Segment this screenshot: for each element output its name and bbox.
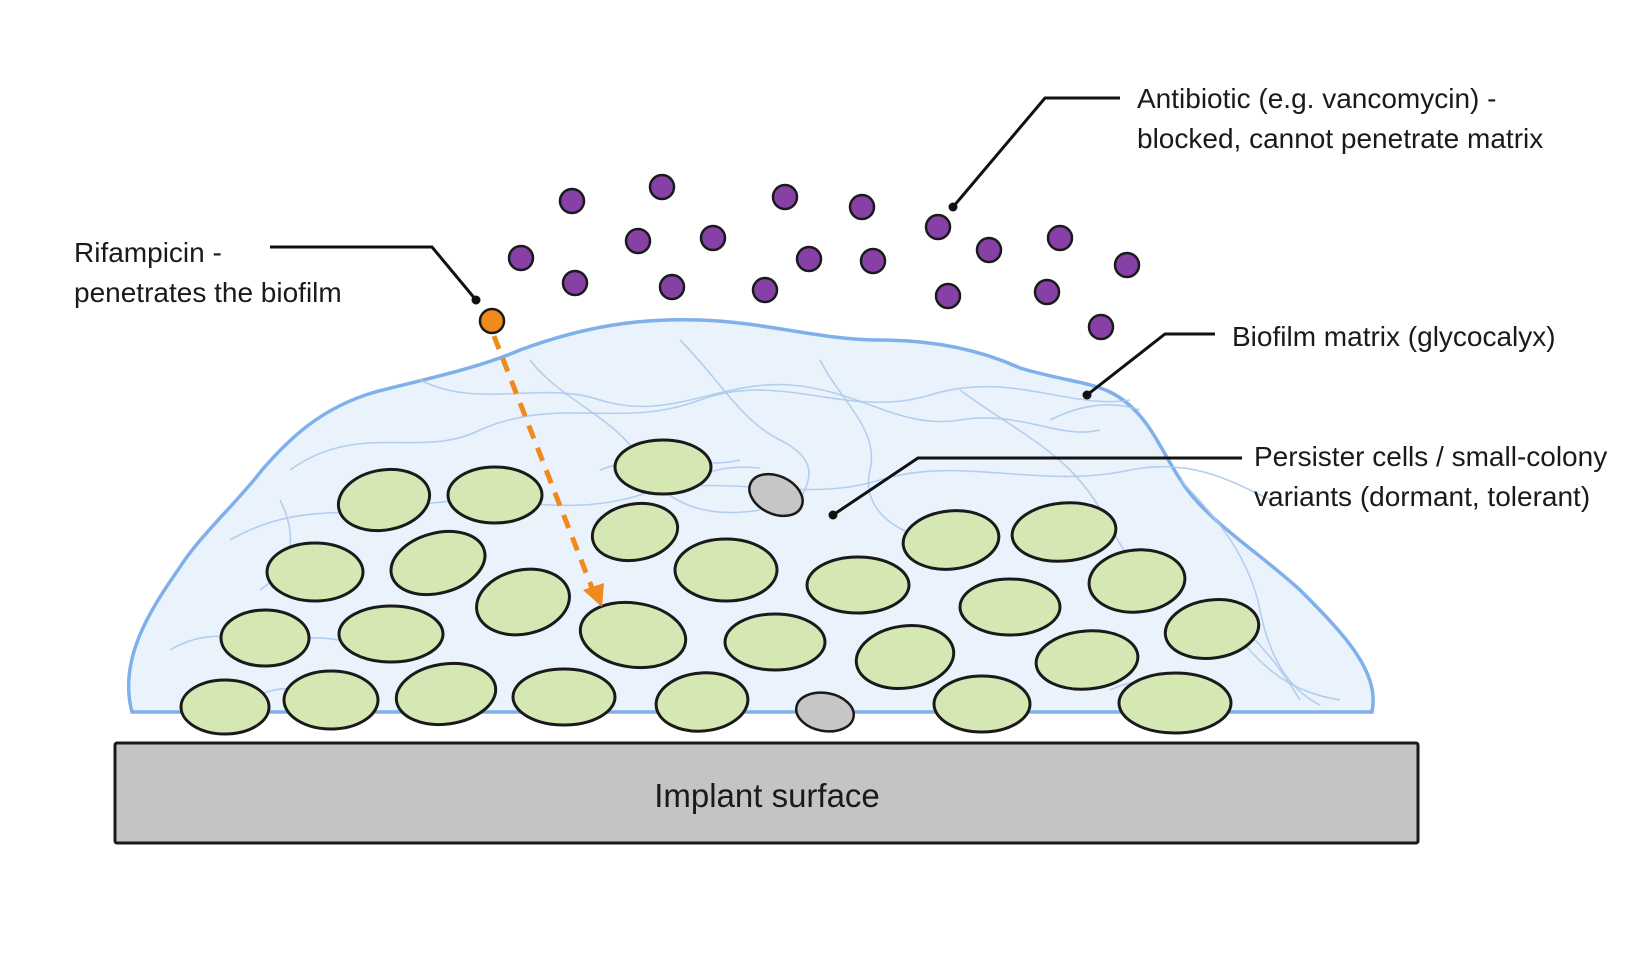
bacterium — [805, 555, 911, 615]
rifampicin-label-line1: Rifampicin - — [74, 237, 222, 268]
bacterium — [336, 467, 432, 533]
bacterium — [673, 537, 779, 603]
bacterium — [394, 661, 498, 727]
rifampicin-penetration-arrow — [491, 335, 595, 589]
bacterium — [932, 674, 1032, 734]
bacteria-cluster — [179, 438, 1261, 736]
bacterium — [578, 600, 688, 670]
bacterium — [654, 671, 750, 733]
matrix-leader-dot — [1082, 390, 1092, 400]
bacterium — [446, 465, 544, 525]
bacterium — [613, 438, 713, 496]
antibiotic-particle — [1033, 278, 1061, 306]
implant-label: Implant surface — [654, 777, 880, 814]
implant-surface — [113, 741, 1420, 845]
bacterium — [723, 612, 827, 672]
bacterium — [854, 624, 956, 690]
bacterium — [389, 529, 487, 597]
bacterium — [901, 509, 1001, 571]
bacterium — [590, 501, 680, 563]
antibiotic-leader-dot — [948, 202, 958, 212]
bacterium — [1163, 598, 1261, 660]
antibiotic-particle — [924, 213, 952, 241]
antibiotic-particle — [934, 282, 962, 310]
antibiotic-particle — [848, 193, 876, 221]
antibiotic-particle — [975, 236, 1003, 264]
leader-lines — [270, 96, 1242, 520]
rifampicin-particle — [478, 307, 506, 335]
persister-label-line1: Persister cells / small-colony — [1254, 441, 1607, 472]
rifampicin-arrowhead — [583, 583, 604, 607]
antibiotic-particle — [699, 224, 727, 252]
rifampicin-leader-dot — [471, 295, 481, 305]
rifampicin-leader — [270, 245, 478, 301]
bacterium — [282, 669, 380, 731]
bacterium — [1087, 548, 1187, 614]
bacterium — [1010, 501, 1118, 563]
bacterium — [475, 567, 571, 637]
persister-cells — [748, 472, 855, 733]
antibiotic-particle — [1113, 251, 1141, 279]
antibiotic-label-line2: blocked, cannot penetrate matrix — [1137, 123, 1543, 154]
antibiotic-particle — [751, 276, 779, 304]
persister-leader-dot — [828, 510, 838, 520]
antibiotic-particle — [558, 187, 586, 215]
antibiotic-leader — [951, 96, 1120, 208]
matrix-label: Biofilm matrix (glycocalyx) — [1232, 321, 1556, 352]
persister-label-line2: variants (dormant, tolerant) — [1254, 481, 1590, 512]
bacterium — [511, 667, 617, 727]
bacterium — [1117, 671, 1233, 735]
persister-cell — [795, 691, 855, 733]
bacterium — [1034, 629, 1140, 691]
antibiotic-particle — [561, 269, 589, 297]
antibiotic-particle — [624, 227, 652, 255]
biofilm-matrix — [126, 317, 1375, 714]
persister-cell — [748, 472, 804, 518]
antibiotic-particle — [795, 245, 823, 273]
antibiotic-particle — [658, 273, 686, 301]
bacterium — [219, 608, 311, 668]
antibiotic-particle — [1087, 313, 1115, 341]
bacterium — [337, 604, 445, 664]
antibiotic-particle — [859, 247, 887, 275]
bacterium — [179, 678, 271, 736]
antibiotic-particle — [648, 173, 676, 201]
matrix-leader — [1086, 332, 1215, 397]
bacterium — [958, 577, 1062, 637]
antibiotic-particle — [507, 244, 535, 272]
antibiotic-particles — [507, 173, 1141, 341]
antibiotic-particle — [771, 183, 799, 211]
antibiotic-label-line1: Antibiotic (e.g. vancomycin) - — [1137, 83, 1496, 114]
rifampicin-label-line2: penetrates the biofilm — [74, 277, 342, 308]
bacterium — [265, 541, 365, 603]
persister-leader — [832, 456, 1242, 517]
antibiotic-particle — [1046, 224, 1074, 252]
